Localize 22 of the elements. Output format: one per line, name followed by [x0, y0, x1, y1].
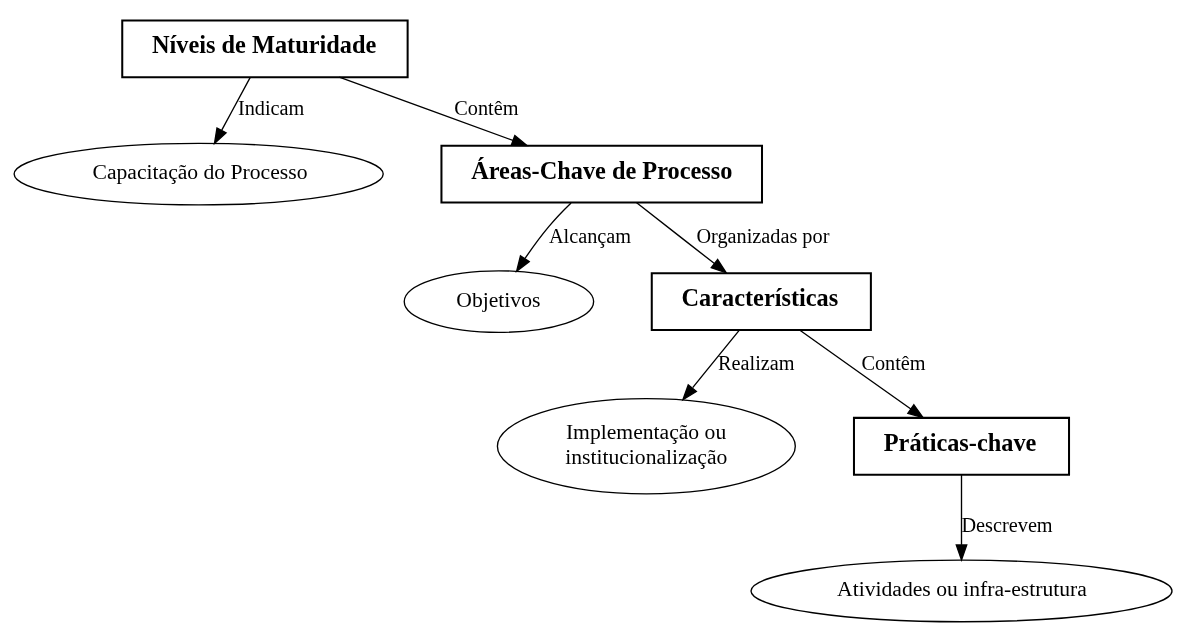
- arrow: [635, 201, 728, 274]
- node-box: Práticas-chave: [852, 416, 1071, 476]
- edge-label: Realizam: [718, 351, 795, 374]
- node-ellipse: Atividades ou infra-estrutura: [750, 559, 1173, 622]
- arrow: [799, 329, 925, 419]
- arrow: [213, 76, 251, 145]
- node-ellipse: Objetivos: [403, 269, 595, 333]
- arrow: [955, 473, 968, 562]
- edge-label: Contêm: [861, 351, 926, 374]
- edge-label: Contêm: [454, 96, 519, 119]
- edge-label: Organizadas por: [696, 224, 830, 247]
- node-box: Características: [650, 271, 872, 331]
- node-ellipse: Implementação ou institucionalização: [496, 397, 796, 495]
- arrow: [515, 201, 572, 273]
- edge-label: Descrevem: [961, 513, 1053, 536]
- node-box: Níveis de Maturidade: [121, 18, 409, 78]
- arrow: [681, 329, 740, 401]
- node-box: Áreas-Chave de Processo: [440, 144, 763, 203]
- edge-label: Indicam: [237, 96, 305, 119]
- arrow: [338, 76, 529, 146]
- edge-label: Alcançam: [548, 224, 632, 247]
- node-ellipse: Capacitação do Processo: [13, 142, 384, 206]
